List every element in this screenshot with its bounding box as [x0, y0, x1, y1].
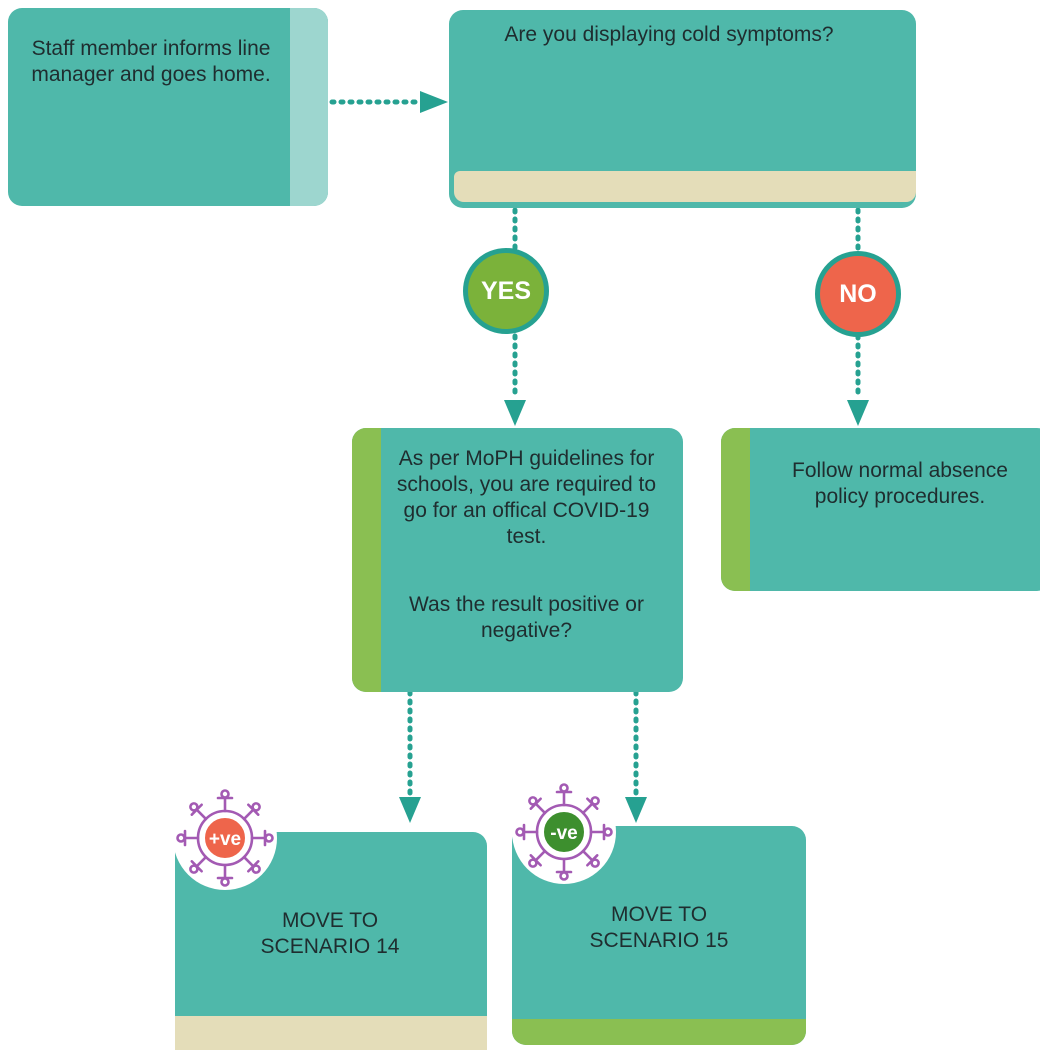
normal-box: Follow normal absence policy procedures. [721, 428, 1040, 591]
arrowhead-down-icon [504, 400, 526, 426]
no-badge: NO [815, 251, 901, 337]
yes-badge: YES [463, 248, 549, 334]
scenario14-box-bottom-strip [175, 1016, 487, 1050]
inform-box: Staff member informs line manager and go… [8, 8, 328, 206]
scenario14-box-text: MOVE TO SCENARIO 14 [260, 909, 400, 958]
question-box-text: Are you displaying cold symptoms? [504, 23, 834, 46]
inform-box-text: Staff member informs line manager and go… [31, 37, 271, 86]
normal-box-text: Follow normal absence policy procedures. [792, 459, 1008, 508]
positive-badge-label: +ve [209, 829, 241, 850]
test-box-text-1: As per MoPH guidelines for schools, you … [396, 447, 657, 548]
yes-badge-label: YES [480, 276, 532, 305]
negative-badge-label: -ve [550, 823, 577, 844]
positive-virus-badge: +ve [173, 786, 277, 890]
virus-icon [515, 783, 613, 881]
test-box-text-2: Was the result positive or negative? [409, 593, 644, 642]
inform-box-side-strip [290, 8, 328, 206]
test-box-side-strip [352, 428, 381, 692]
question-box: Are you displaying cold symptoms? [449, 10, 916, 208]
scenario15-box: MOVE TO SCENARIO 15 [512, 826, 806, 1045]
no-badge-label: NO [839, 279, 877, 308]
test-box: As per MoPH guidelines for schools, you … [352, 428, 683, 692]
arrowhead-down-icon [847, 400, 869, 426]
arrowhead-down-icon [399, 797, 421, 823]
virus-icon [176, 789, 274, 887]
scenario15-box-text: MOVE TO SCENARIO 15 [589, 903, 729, 952]
scenario15-box-bottom-strip [512, 1019, 806, 1045]
arrowhead-down-icon [625, 797, 647, 823]
arrowhead-right-icon [420, 91, 448, 113]
negative-virus-badge: -ve [512, 780, 616, 884]
question-box-bottom-strip [454, 171, 916, 202]
normal-box-side-strip [721, 428, 750, 591]
